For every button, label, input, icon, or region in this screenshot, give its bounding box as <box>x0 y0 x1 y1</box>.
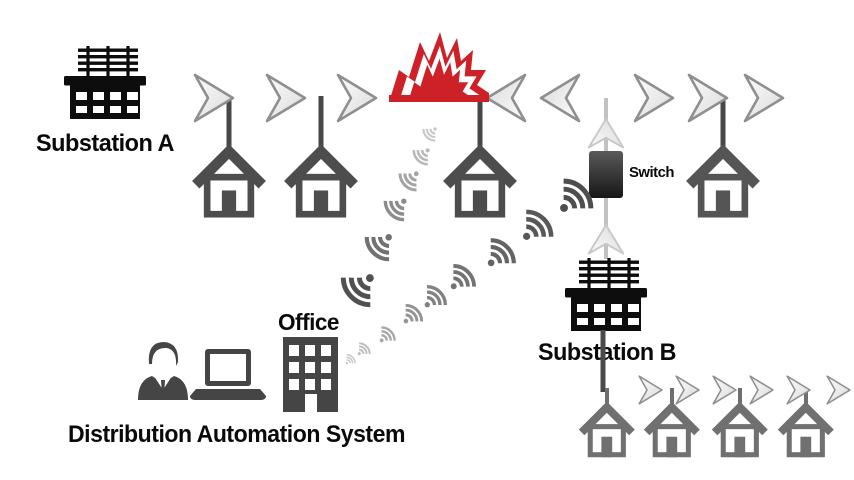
operator-person-icon <box>138 342 188 400</box>
fault-explosion-icon <box>389 32 489 102</box>
switch-label: Switch <box>629 164 674 181</box>
house-icon <box>781 407 831 457</box>
wifi-signal-icon <box>419 120 444 145</box>
house-icon <box>447 152 514 218</box>
house-icon <box>647 407 697 457</box>
substation-a-label: Substation A <box>36 130 174 157</box>
office-building-icon <box>283 337 338 412</box>
wifi-signal-icon <box>512 207 557 252</box>
das-label: Distribution Automation System <box>68 421 405 448</box>
distribution-automation-system: Office Distribution Automation System <box>68 309 406 448</box>
wifi-signal-icon <box>439 259 481 301</box>
wifi-signal-icon <box>379 188 417 226</box>
wifi-trail-house-to-office <box>338 120 444 310</box>
switch-icon <box>589 151 623 198</box>
wifi-signal-icon <box>414 281 451 318</box>
wifi-signal-icon <box>351 340 373 362</box>
laptop-icon <box>190 349 266 400</box>
wifi-signal-icon <box>340 352 358 370</box>
office-label: Office <box>278 309 339 335</box>
wifi-signal-icon <box>477 235 518 276</box>
house-icon <box>690 152 757 218</box>
house-icon <box>582 407 632 457</box>
substation-icon <box>565 258 647 331</box>
house-icon <box>288 152 355 218</box>
house-icon <box>196 152 263 218</box>
substation-b-label: Substation B <box>538 339 676 366</box>
wifi-signal-icon <box>372 323 399 350</box>
wifi-signal-icon <box>395 162 428 195</box>
house-icon <box>715 407 765 457</box>
wifi-signal-icon <box>362 224 402 264</box>
substation-icon <box>64 46 146 119</box>
wifi-signal-icon <box>409 140 438 169</box>
wifi-signal-icon <box>394 300 427 333</box>
wifi-signal-icon <box>338 262 386 310</box>
